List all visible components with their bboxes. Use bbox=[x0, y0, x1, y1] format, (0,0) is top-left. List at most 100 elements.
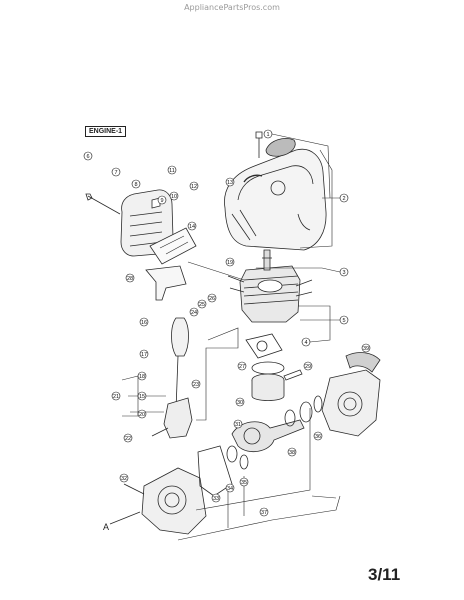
oil-seal bbox=[313, 395, 323, 413]
svg-text:5: 5 bbox=[342, 318, 345, 324]
oil-seal bbox=[239, 454, 249, 470]
callout-34: 34 bbox=[225, 483, 235, 493]
callout-32: 32 bbox=[119, 473, 129, 483]
callout-7: 7 bbox=[111, 167, 121, 177]
callout-21: 21 bbox=[111, 391, 121, 401]
muffler-bolt bbox=[85, 193, 121, 215]
callout-19: 19 bbox=[225, 257, 235, 267]
svg-text:1: 1 bbox=[266, 132, 269, 138]
callout-20: 20 bbox=[137, 409, 147, 419]
section-label: ENGINE-1 bbox=[85, 126, 127, 137]
callout-25: 25 bbox=[197, 299, 207, 309]
bearing bbox=[299, 401, 313, 423]
callout-39: 39 bbox=[361, 343, 371, 353]
callout-33: 33 bbox=[211, 493, 221, 503]
page-number: 3/11 bbox=[368, 565, 401, 584]
svg-text:35: 35 bbox=[241, 480, 247, 486]
svg-text:16: 16 bbox=[141, 320, 147, 326]
piston-pin bbox=[283, 369, 303, 381]
cylinder-gasket bbox=[245, 333, 283, 359]
muffler-bracket bbox=[145, 265, 187, 301]
svg-text:12: 12 bbox=[191, 184, 197, 190]
callout-11: 11 bbox=[167, 165, 177, 175]
svg-text:32: 32 bbox=[121, 476, 127, 482]
svg-text:6: 6 bbox=[86, 154, 89, 160]
cylinder bbox=[239, 265, 301, 323]
svg-text:31: 31 bbox=[235, 422, 241, 428]
svg-text:36: 36 bbox=[315, 434, 321, 440]
callout-24: 24 bbox=[189, 307, 199, 317]
svg-text:28: 28 bbox=[127, 276, 133, 282]
svg-text:25: 25 bbox=[199, 302, 205, 308]
callout-30: 30 bbox=[235, 397, 245, 407]
callout-6: 6 bbox=[83, 151, 93, 161]
callout-29: 29 bbox=[303, 361, 313, 371]
muffler-gasket bbox=[149, 227, 197, 265]
svg-text:21: 21 bbox=[113, 394, 119, 400]
callout-9: 9 bbox=[157, 195, 167, 205]
svg-text:29: 29 bbox=[305, 364, 311, 370]
svg-text:17: 17 bbox=[141, 352, 147, 358]
ignition-coil bbox=[171, 317, 189, 357]
svg-text:23: 23 bbox=[193, 382, 199, 388]
svg-text:4: 4 bbox=[304, 340, 307, 346]
engine-cover bbox=[224, 148, 327, 251]
crankcase-gasket bbox=[197, 445, 233, 497]
callout-31: 31 bbox=[233, 419, 243, 429]
svg-text:27: 27 bbox=[239, 364, 245, 370]
callout-37: 37 bbox=[259, 507, 269, 517]
cover-bolt bbox=[255, 131, 263, 158]
svg-text:11: 11 bbox=[169, 168, 175, 174]
svg-text:9: 9 bbox=[160, 198, 163, 204]
callout-26: 26 bbox=[207, 293, 217, 303]
crankshaft bbox=[231, 419, 305, 453]
callout-1: 1 bbox=[263, 129, 273, 139]
svg-text:24: 24 bbox=[191, 310, 197, 316]
callout-4: 4 bbox=[301, 337, 311, 347]
bearing bbox=[226, 445, 238, 463]
callout-10: 10 bbox=[169, 191, 179, 201]
carburetor-part bbox=[163, 397, 193, 439]
svg-text:34: 34 bbox=[227, 486, 233, 492]
cover-knob bbox=[265, 138, 296, 157]
callout-36: 36 bbox=[313, 431, 323, 441]
svg-text:26: 26 bbox=[209, 296, 215, 302]
svg-text:20: 20 bbox=[139, 412, 145, 418]
svg-text:39: 39 bbox=[363, 346, 369, 352]
callout-15: 15 bbox=[137, 391, 147, 401]
bearing bbox=[284, 409, 296, 427]
callout-14: 14 bbox=[187, 221, 197, 231]
svg-text:22: 22 bbox=[125, 436, 131, 442]
callout-8: 8 bbox=[131, 179, 141, 189]
piston-ring bbox=[251, 361, 285, 375]
callout-23: 23 bbox=[191, 379, 201, 389]
reference-letter: A bbox=[103, 522, 110, 532]
crankcase-left bbox=[141, 467, 207, 535]
svg-text:3: 3 bbox=[342, 270, 345, 276]
callout-2: 2 bbox=[339, 193, 349, 203]
callout-16: 16 bbox=[139, 317, 149, 327]
callout-27: 27 bbox=[237, 361, 247, 371]
svg-text:8: 8 bbox=[134, 182, 137, 188]
svg-text:19: 19 bbox=[227, 260, 233, 266]
svg-text:15: 15 bbox=[139, 394, 145, 400]
callout-5: 5 bbox=[339, 315, 349, 325]
crankcase-cap bbox=[345, 352, 381, 373]
svg-text:30: 30 bbox=[237, 400, 243, 406]
callout-3: 3 bbox=[339, 267, 349, 277]
svg-text:18: 18 bbox=[139, 374, 145, 380]
svg-text:7: 7 bbox=[114, 170, 117, 176]
watermark-text: AppliancePartsPros.com bbox=[184, 3, 280, 12]
svg-text:14: 14 bbox=[189, 224, 195, 230]
callout-35: 35 bbox=[239, 477, 249, 487]
svg-text:2: 2 bbox=[342, 196, 345, 202]
spark-plug bbox=[262, 249, 272, 271]
svg-text:33: 33 bbox=[213, 496, 219, 502]
svg-text:13: 13 bbox=[227, 180, 233, 186]
piston bbox=[251, 373, 285, 401]
crankcase-right bbox=[321, 369, 381, 437]
svg-text:37: 37 bbox=[261, 510, 267, 516]
callout-38: 38 bbox=[287, 447, 297, 457]
svg-text:10: 10 bbox=[171, 194, 177, 200]
